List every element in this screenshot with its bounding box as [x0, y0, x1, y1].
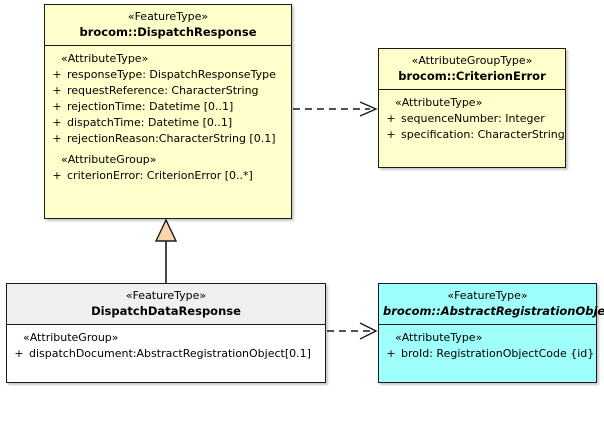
attribute-signature: specification: CharacterString	[401, 128, 565, 141]
attribute-group-label: «AttributeType»	[395, 331, 483, 344]
class-stereotype: «FeatureType»	[447, 289, 528, 302]
generalization-dispatchdataresponse-to-dispatchresponse	[154, 218, 178, 283]
class-name: brocom::AbstractRegistrationObject	[383, 304, 604, 318]
class-box-abstract-registration-object[interactable]: «FeatureType» brocom::AbstractRegistrati…	[378, 283, 604, 383]
dependency-dispatchdataresponse-to-abstractregistrationobject	[327, 322, 378, 340]
attribute-compartment: «AttributeGroup» + dispatchDocument:Abst…	[7, 325, 325, 367]
visibility-marker: +	[52, 132, 62, 145]
visibility-marker: +	[386, 347, 396, 360]
open-arrowhead-icon	[359, 322, 378, 340]
attribute-row: + dispatchDocument:AbstractRegistrationO…	[9, 346, 323, 362]
class-header: «AttributeGroupType» brocom::CriterionEr…	[379, 49, 565, 90]
class-stereotype: «AttributeGroupType»	[411, 54, 533, 67]
class-name: brocom::CriterionError	[398, 69, 546, 83]
attribute-signature: requestReference: CharacterString	[67, 84, 259, 97]
attribute-row: + broId: RegistrationObjectCode {id}	[381, 346, 594, 362]
visibility-marker: +	[52, 84, 62, 97]
visibility-marker: +	[52, 169, 62, 182]
attribute-row: + rejectionReason:CharacterString [0.1]	[47, 131, 289, 147]
attribute-group-label: «AttributeType»	[61, 52, 149, 65]
visibility-marker: +	[52, 68, 62, 81]
class-name: DispatchDataResponse	[91, 304, 241, 318]
attribute-row: + sequenceNumber: Integer	[381, 111, 563, 127]
class-box-dispatch-data-response[interactable]: «FeatureType» DispatchDataResponse «Attr…	[6, 283, 326, 383]
attribute-row: + dispatchTime: Datetime [0..1]	[47, 115, 289, 131]
visibility-marker: +	[386, 128, 396, 141]
attribute-compartment: «AttributeType» + responseType: Dispatch…	[45, 46, 291, 189]
class-box-dispatch-response[interactable]: «FeatureType» brocom::DispatchResponse «…	[44, 4, 292, 219]
attribute-group-label: «AttributeGroup»	[23, 331, 119, 344]
attribute-signature: broId: RegistrationObjectCode {id}	[401, 347, 595, 360]
attribute-row: + responseType: DispatchResponseType	[47, 67, 289, 83]
attribute-signature: criterionError: CriterionError [0..*]	[67, 169, 253, 182]
attribute-row: + requestReference: CharacterString	[47, 83, 289, 99]
open-arrowhead-icon	[359, 101, 378, 117]
visibility-marker: +	[52, 100, 62, 113]
attribute-row: + rejectionTime: Datetime [0..1]	[47, 99, 289, 115]
attribute-compartment: «AttributeType» + sequenceNumber: Intege…	[379, 90, 565, 148]
class-name: brocom::DispatchResponse	[79, 25, 257, 39]
attribute-signature: dispatchDocument:AbstractRegistrationObj…	[29, 347, 311, 360]
visibility-marker: +	[14, 347, 24, 360]
class-box-criterion-error[interactable]: «AttributeGroupType» brocom::CriterionEr…	[378, 48, 566, 168]
class-header: «FeatureType» brocom::DispatchResponse	[45, 5, 291, 46]
attribute-group-label: «AttributeType»	[395, 96, 483, 109]
visibility-marker: +	[52, 116, 62, 129]
class-stereotype: «FeatureType»	[127, 10, 209, 23]
attribute-row: + specification: CharacterString	[381, 127, 565, 143]
class-header: «FeatureType» DispatchDataResponse	[7, 284, 325, 325]
attribute-signature: dispatchTime: Datetime [0..1]	[67, 116, 233, 129]
attribute-compartment: «AttributeType» + broId: RegistrationObj…	[379, 325, 596, 367]
attribute-signature: responseType: DispatchResponseType	[67, 68, 276, 81]
attribute-row: + criterionError: CriterionError [0..*]	[47, 168, 289, 184]
dependency-dispatchresponse-to-criterionerror	[293, 101, 378, 117]
visibility-marker: +	[386, 112, 396, 125]
class-stereotype: «FeatureType»	[125, 289, 207, 302]
attribute-signature: rejectionReason:CharacterString [0.1]	[67, 132, 276, 145]
attribute-signature: sequenceNumber: Integer	[401, 112, 545, 125]
attribute-group-label: «AttributeGroup»	[61, 153, 157, 166]
class-header: «FeatureType» brocom::AbstractRegistrati…	[379, 284, 604, 325]
attribute-signature: rejectionTime: Datetime [0..1]	[67, 100, 234, 113]
hollow-triangle-arrowhead-icon	[154, 218, 178, 242]
